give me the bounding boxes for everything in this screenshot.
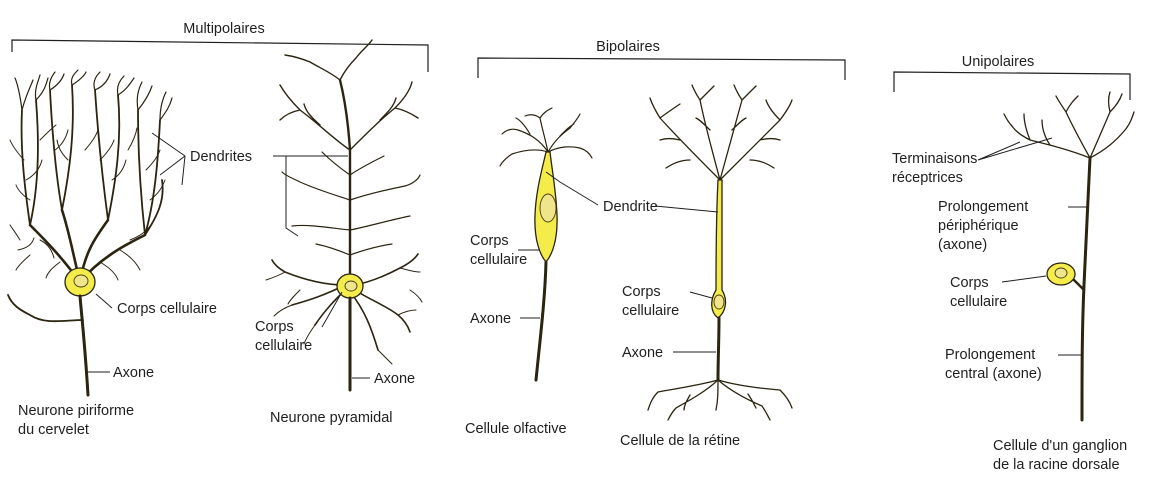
bipolaires-bracket — [478, 58, 845, 80]
label-axone-3: Axone — [470, 311, 511, 327]
olfactory-neuron — [500, 108, 592, 380]
label-corps-cellulaire-2-line2: cellulaire — [255, 338, 312, 354]
label-corps-cellulaire-4-line1: Corps — [622, 284, 661, 300]
caption-olfactive: Cellule olfactive — [465, 421, 567, 437]
label-dendrites: Dendrites — [190, 149, 252, 165]
multipolaires-bracket — [12, 40, 428, 72]
label-axone-2: Axone — [374, 371, 415, 387]
corps-cellulaire-5-leader — [1002, 276, 1046, 282]
purkinje-nucleus — [74, 275, 88, 287]
label-corps-cellulaire-5-line1: Corps — [950, 275, 989, 291]
purkinje-dendritic-tree — [10, 70, 172, 282]
label-corps-cellulaire-5-line2: cellulaire — [950, 294, 1007, 310]
label-prolongement-central-line1: Prolongement — [945, 347, 1035, 363]
caption-ganglion-line2: de la racine dorsale — [993, 457, 1120, 473]
label-corps-cellulaire-2-line1: Corps — [255, 319, 294, 335]
retinal-neuron — [648, 85, 792, 420]
dendrite-leader-retine — [655, 206, 718, 212]
terminaisons-leader — [978, 138, 1052, 160]
caption-piriforme-line2: du cervelet — [18, 422, 89, 438]
olfactory-nucleus — [540, 194, 556, 222]
caption-retine: Cellule de la rétine — [620, 433, 740, 449]
unipolaires-bracket — [894, 72, 1130, 100]
label-prolongement-periph-line3: (axone) — [938, 237, 987, 253]
label-axone-4: Axone — [622, 345, 663, 361]
retinal-nucleus — [714, 295, 724, 309]
label-corps-cellulaire-3-line2: cellulaire — [470, 252, 527, 268]
purkinje-axon-collateral — [8, 295, 83, 321]
label-dendrite: Dendrite — [603, 199, 658, 215]
corps-cellulaire-4-leader — [690, 292, 712, 298]
label-corps-cellulaire-4-line2: cellulaire — [622, 303, 679, 319]
caption-piriforme-line1: Neurone piriforme — [18, 403, 134, 419]
purkinje-neuron — [8, 70, 172, 395]
group-title-unipolaires: Unipolaires — [962, 54, 1035, 70]
label-prolongement-periph-line2: périphérique — [938, 218, 1019, 234]
label-prolongement-periph-line1: Prolongement — [938, 199, 1028, 215]
label-axone-1: Axone — [113, 365, 154, 381]
group-title-multipolaires: Multipolaires — [183, 21, 264, 37]
unipolar-nucleus — [1055, 268, 1067, 278]
pyramidal-nucleus — [345, 281, 357, 291]
label-corps-cellulaire-3-line1: Corps — [470, 233, 509, 249]
label-prolongement-central-line2: central (axone) — [945, 366, 1042, 382]
label-terminaisons-line2: réceptrices — [892, 170, 963, 186]
corps-cellulaire-2-leader — [322, 292, 342, 327]
corps-cellulaire-1-leader — [96, 294, 112, 308]
label-terminaisons-line1: Terminaisons — [892, 151, 977, 167]
label-corps-cellulaire-1: Corps cellulaire — [117, 301, 217, 317]
caption-ganglion-line1: Cellule d'un ganglion — [993, 438, 1127, 454]
caption-pyramidal: Neurone pyramidal — [270, 410, 393, 426]
group-title-bipolaires: Bipolaires — [596, 39, 660, 55]
